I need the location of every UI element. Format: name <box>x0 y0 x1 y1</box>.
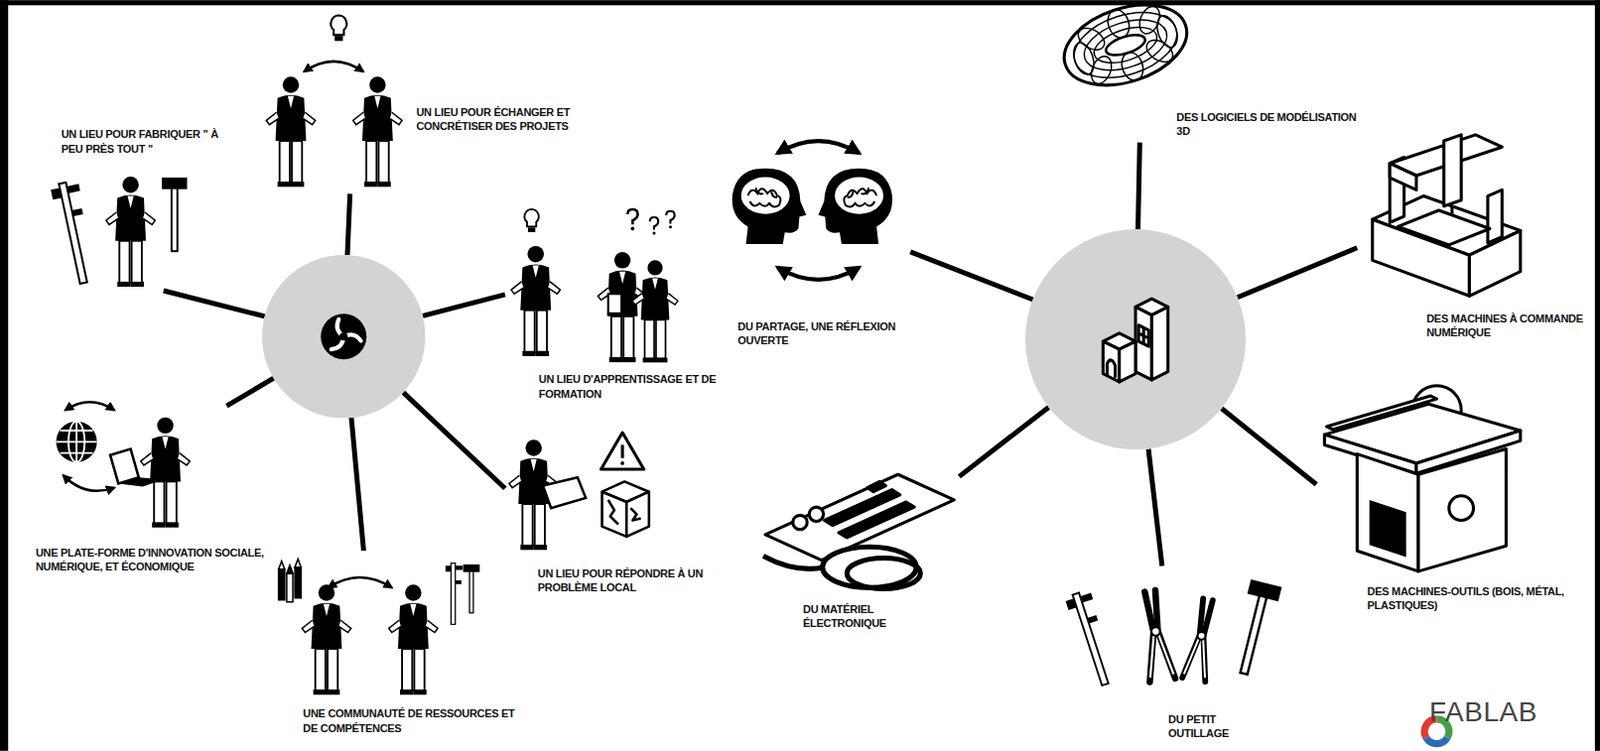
item-label: UNE COMMUNAUTÉ DE RESSOURCES ET DE COMPÉ… <box>302 706 532 736</box>
spoke-line <box>402 393 506 490</box>
item-label: UN LIEU POUR ÉCHANGER ET CONCRÉTISER DES… <box>415 105 615 134</box>
spoke-line <box>1221 408 1317 486</box>
item-label: UN LIEU POUR RÉPONDRE À UN PROBLÈME LOCA… <box>537 566 712 596</box>
item-label: UN LIEU POUR FABRIQUER " À PEU PRÈS TOUT… <box>61 127 231 156</box>
item-label: DES MACHINES-OUTILS (BOIS, MÉTAL, PLASTI… <box>1367 584 1582 614</box>
spoke-line <box>1237 248 1358 298</box>
item-label: UNE PLATE-FORME D'INNOVATION SOCIALE, NU… <box>35 545 289 575</box>
feature-item: DU MATÉRIEL ÉLECTRONIQUE <box>755 469 960 635</box>
feature-item: UNE PLATE-FORME D'INNOVATION SOCIALE, NU… <box>30 405 293 578</box>
feature-item: UN LIEU D'APPRENTISSAGE ET DE FORMATION <box>505 202 727 405</box>
spoke-line <box>351 417 364 551</box>
spoke-line <box>163 290 266 317</box>
hub-icon <box>1103 298 1169 383</box>
feature-item: UNE COMMUNAUTÉ DE RESSOURCES ET DE COMPÉ… <box>269 550 535 740</box>
logo-wordmark: FABLAB <box>1429 696 1538 729</box>
hub-shape <box>1025 229 1246 450</box>
hub-circle <box>1025 229 1246 450</box>
spoke-line <box>910 252 1033 300</box>
feature-item: UN LIEU POUR ÉCHANGER ET CONCRÉTISER DES… <box>260 11 619 194</box>
spoke-line <box>226 378 273 406</box>
spoke-line <box>958 406 1049 477</box>
feature-item: UN LIEU POUR RÉPONDRE À UN PROBLÈME LOCA… <box>505 428 716 599</box>
spoke-line <box>422 294 506 317</box>
hub-shape <box>262 255 425 418</box>
feature-item: UN LIEU POUR FABRIQUER " À PEU PRÈS TOUT… <box>50 120 234 291</box>
hub-disc <box>262 255 425 418</box>
feature-item: DES MACHINES À COMMANDE NUMÉRIQUE <box>1356 128 1590 345</box>
hub-circle <box>262 255 425 418</box>
item-label: DU PETIT OUTILLAGE <box>1168 712 1268 742</box>
feature-item: DES LOGICIELS DE MODÉLISATION 3D <box>1056 0 1369 143</box>
feature-item: DU PARTAGE, UNE RÉFLEXION OUVERTE <box>719 128 911 353</box>
item-label: UN LIEU D'APPRENTISSAGE ET DE FORMATION <box>538 372 723 401</box>
item-label: DES MACHINES À COMMANDE NUMÉRIQUE <box>1426 311 1586 341</box>
spoke-line <box>347 193 351 256</box>
spoke-line <box>1148 449 1163 567</box>
spoke-line <box>1138 142 1141 231</box>
item-label: DU MATÉRIEL ÉLECTRONIQUE <box>802 602 933 632</box>
hub-icon <box>320 313 367 360</box>
feature-item: DES MACHINES-OUTILS (BOIS, MÉTAL, PLASTI… <box>1316 396 1585 618</box>
hub-disc <box>1025 229 1246 450</box>
feature-item: DU PETIT OUTILLAGE <box>1061 566 1291 746</box>
item-label: DU PARTAGE, UNE RÉFLEXION OUVERTE <box>737 319 907 349</box>
item-label: DES LOGICIELS DE MODÉLISATION 3D <box>1176 110 1365 139</box>
